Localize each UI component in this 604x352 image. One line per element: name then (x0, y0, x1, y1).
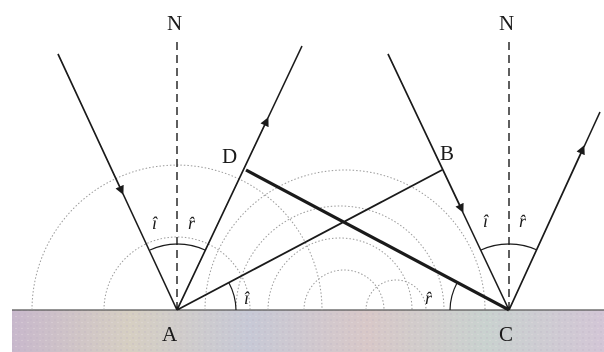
label-point-c: C (499, 322, 513, 346)
wavelet-arc-mid-4 (303, 269, 385, 311)
mirror-texture (12, 310, 604, 352)
angle-arc-reflection-a (176, 243, 206, 251)
incident-ray-c-arrow (387, 53, 464, 213)
angle-arcs (149, 243, 538, 311)
angle-arc-reflection-c (508, 243, 538, 251)
label-angle-reflection-a: r̂ (188, 213, 196, 233)
label-point-a: A (162, 322, 178, 346)
label-angle-wavefront-c: r̂ (425, 288, 433, 308)
incident-ray-a-arrow (57, 53, 124, 195)
reflected-ray-c-arrow (508, 145, 585, 311)
label-angle-reflection-c: r̂ (519, 211, 527, 231)
angle-arc-wavefront-a (228, 282, 237, 311)
label-normal-left: N (167, 11, 182, 35)
wavelet-arc-mid-2 (235, 205, 445, 311)
label-point-b: B (440, 141, 454, 165)
wavelet-arc-mid-3 (267, 237, 413, 311)
label-angle-incidence-a: î (152, 213, 158, 233)
angle-arc-wavefront-c (449, 282, 458, 311)
reflected-wavefront-dc (245, 168, 510, 312)
label-angle-wavefront-a: î (244, 288, 250, 308)
label-point-d: D (222, 144, 237, 168)
reflected-ray-a-arrow (176, 117, 269, 311)
label-normal-right: N (499, 11, 514, 35)
wavelet-arc-a-medium (103, 236, 251, 311)
wavelet-arc-c-small (365, 279, 427, 311)
angle-arc-incidence-a (149, 243, 178, 251)
incident-wavefront-ab (176, 169, 443, 311)
angle-arc-incidence-c (480, 243, 510, 251)
huygens-wavelets (31, 164, 486, 311)
wavelet-arc-mid-1 (204, 169, 486, 311)
label-angle-incidence-c: î (483, 211, 489, 231)
